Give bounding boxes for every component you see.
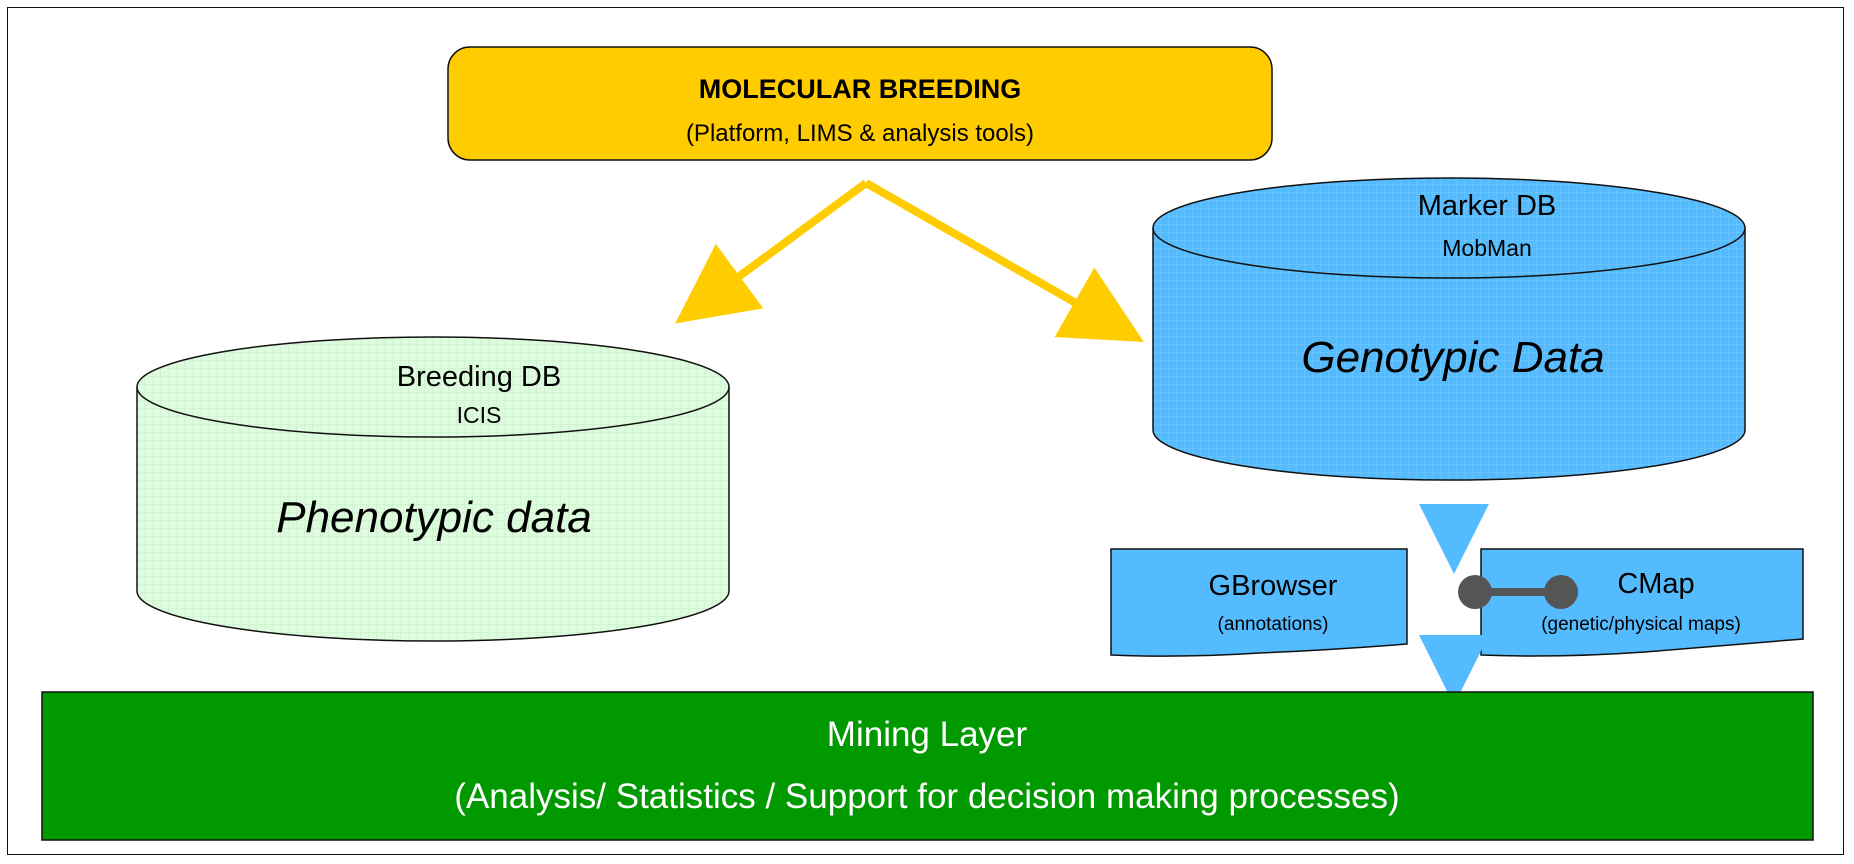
gbrowser-cmap-connector-icon [1458, 575, 1578, 609]
marker-db-system: MobMan [1442, 235, 1531, 261]
cmap-title: CMap [1617, 568, 1694, 600]
breeding-db-title: Breeding DB [397, 361, 561, 393]
yellow-arrows [675, 179, 1144, 342]
arrow-to-breeding-db [675, 179, 869, 324]
cmap-box: CMap (genetic/physical maps) [1480, 548, 1804, 657]
breeding-db-system: ICIS [457, 402, 502, 428]
genotypic-data-label: Genotypic Data [1301, 333, 1604, 382]
cmap-subtitle: (genetic/physical maps) [1541, 614, 1741, 635]
breeding-db-cylinder: Breeding DB ICIS Phenotypic data [136, 336, 730, 642]
molecular-breeding-title: MOLECULAR BREEDING [699, 74, 1022, 104]
marker-db-title: Marker DB [1418, 190, 1557, 222]
molecular-breeding-box: MOLECULAR BREEDING (Platform, LIMS & ana… [447, 46, 1273, 161]
arrow-to-marker-db [864, 179, 1144, 342]
gbrowser-box: GBrowser (annotations) [1110, 548, 1408, 657]
mining-layer-box: Mining Layer (Analysis/ Statistics / Sup… [41, 691, 1814, 841]
gbrowser-subtitle: (annotations) [1218, 614, 1329, 635]
phenotypic-data-label: Phenotypic data [276, 493, 592, 542]
molecular-breeding-subtitle: (Platform, LIMS & analysis tools) [686, 120, 1034, 147]
marker-db-cylinder: Marker DB MobMan Genotypic Data [1152, 177, 1746, 481]
mining-layer-title: Mining Layer [827, 715, 1028, 754]
mining-layer-subtitle: (Analysis/ Statistics / Support for deci… [454, 777, 1399, 816]
gbrowser-title: GBrowser [1209, 570, 1338, 602]
